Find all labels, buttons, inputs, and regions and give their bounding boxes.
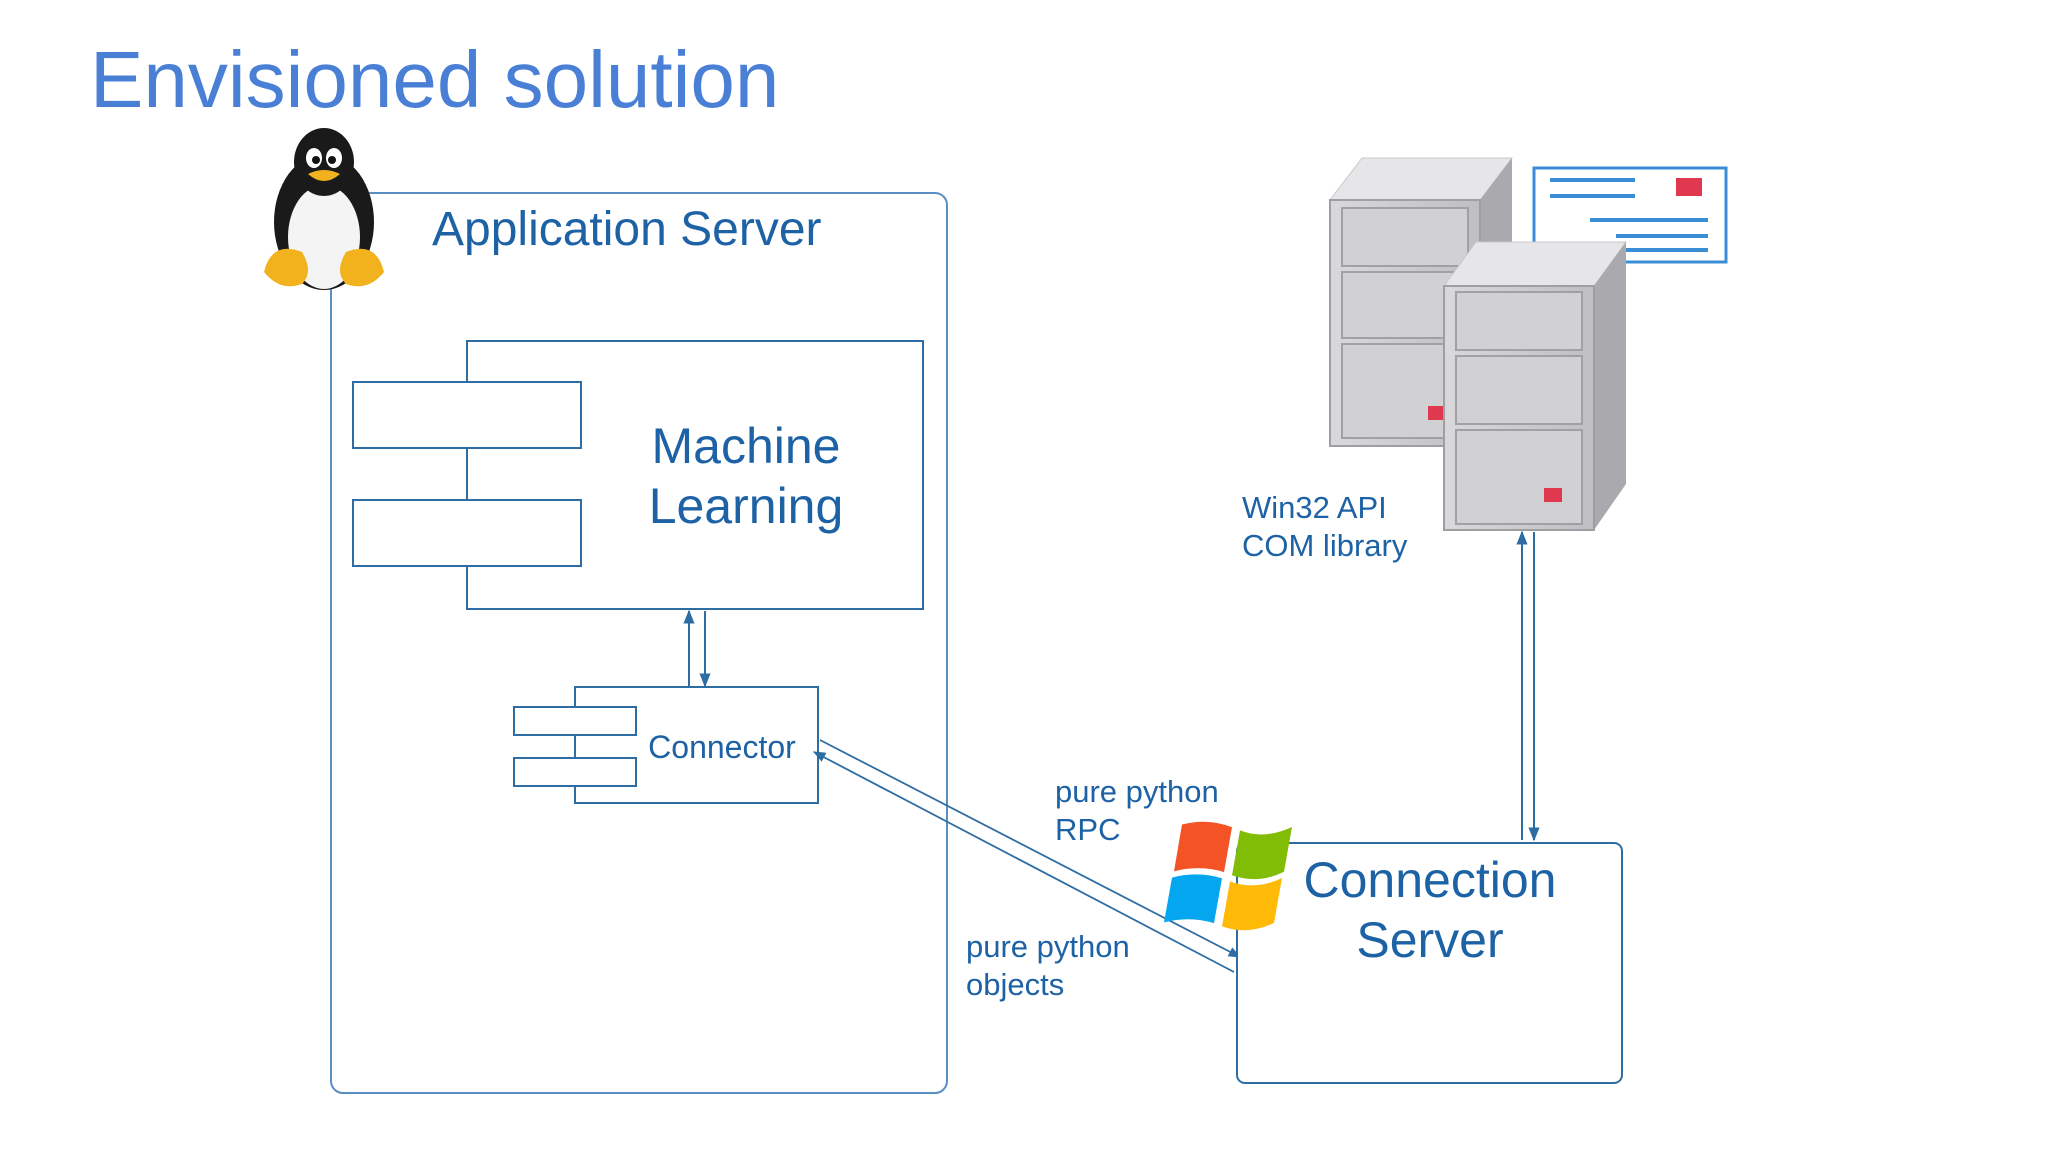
machine-learning-component: Machine Learning xyxy=(352,340,924,610)
objects-label-line2: objects xyxy=(966,967,1064,1002)
application-server-label: Application Server xyxy=(432,203,822,256)
rpc-label-line1: pure python xyxy=(1055,774,1219,809)
connection-server-box: Connection Server xyxy=(1236,842,1623,1084)
connection-server-label-line1: Connection xyxy=(1304,852,1557,908)
arrow-rpc xyxy=(819,739,1242,958)
application-server-box: Application Server xyxy=(330,192,948,1094)
connector-component: Connector xyxy=(513,686,819,804)
connector-tab-bottom xyxy=(513,757,637,787)
api-label-line2: COM library xyxy=(1242,528,1408,563)
server-tower-icon xyxy=(1443,241,1627,531)
component-tab-top xyxy=(352,381,582,449)
api-label-line1: Win32 API xyxy=(1242,490,1387,525)
connector-label: Connector xyxy=(648,729,796,765)
arrow-objects xyxy=(812,751,1235,973)
connection-server-label-line2: Server xyxy=(1356,912,1503,968)
objects-label-line1: pure python xyxy=(966,929,1130,964)
slide-title: Envisioned solution xyxy=(90,35,780,124)
windows-logo-icon xyxy=(1164,821,1292,931)
machine-learning-label-line1: Machine xyxy=(652,418,841,474)
rpc-label-line2: RPC xyxy=(1055,812,1120,847)
machine-learning-label-line2: Learning xyxy=(649,478,844,534)
linux-penguin-icon xyxy=(264,128,384,290)
component-tab-bottom xyxy=(352,499,582,567)
connector-tab-top xyxy=(513,706,637,736)
